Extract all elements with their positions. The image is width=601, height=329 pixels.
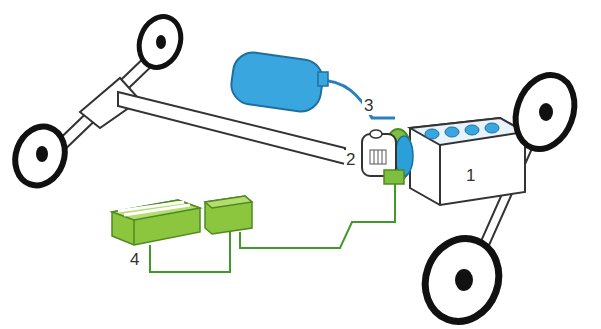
fuel-cap: [318, 72, 328, 86]
controller: [384, 170, 404, 184]
rear-right-wheel: [132, 11, 187, 74]
fuel-tank: [229, 50, 325, 114]
front-right-wheel: [414, 228, 510, 329]
inverter: [205, 196, 252, 234]
callout-number: 3: [362, 96, 375, 115]
engine: [410, 118, 525, 205]
rear-left-wheel: [7, 120, 73, 193]
wire: [240, 182, 395, 248]
callout-number: 1: [464, 166, 477, 185]
front-left-wheel: [506, 67, 585, 158]
battery-pack: [112, 200, 200, 245]
electric-motor: [362, 130, 396, 176]
callout-number: 2: [344, 150, 357, 169]
fuel-pipe: [318, 80, 395, 118]
callout-number: 4: [128, 250, 141, 269]
